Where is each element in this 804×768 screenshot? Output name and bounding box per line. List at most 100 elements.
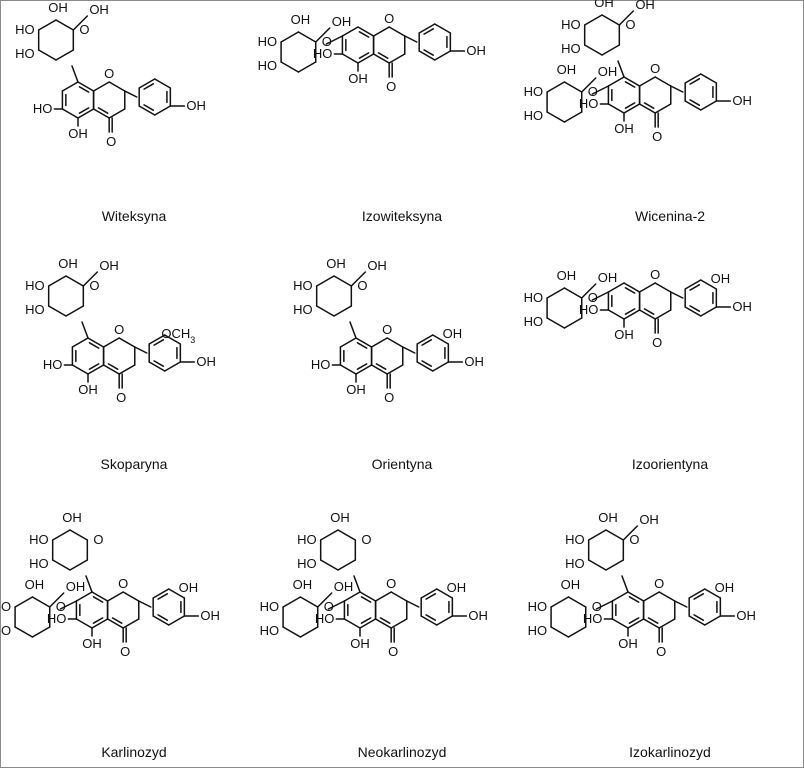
c-ring-bond — [654, 76, 672, 87]
hydroxyl-label: HO — [583, 611, 603, 626]
hydroxyl-label: HO — [524, 108, 544, 123]
carbonyl-oxygen-label: O — [652, 129, 662, 144]
ring-oxygen-label: O — [588, 84, 598, 99]
ring-oxygen-label: O — [89, 278, 99, 293]
a-ring-double-bond — [92, 617, 104, 624]
compound-name: Karlinozyd — [101, 744, 167, 760]
c-ring-bond — [92, 81, 110, 92]
b-ring-double-bond — [421, 360, 433, 367]
hydroxyl-label: HO — [524, 84, 544, 99]
sugar-ring-bond — [333, 275, 353, 287]
sugar-ring-bond — [605, 559, 625, 571]
b-ring-double-bond — [425, 614, 437, 621]
hydroxyl-label: HO — [528, 599, 548, 614]
sugar-ring-bond — [47, 305, 67, 317]
sugar-ring-bond — [315, 305, 335, 317]
b-ring-bond — [688, 615, 706, 626]
sugar-ring-bond — [605, 529, 625, 541]
ring-oxygen-label: O — [322, 34, 332, 49]
a-ring-bond — [359, 618, 377, 629]
ring-oxygen-label: O — [118, 576, 128, 591]
compound-name: Izoorientyna — [631, 456, 709, 472]
c-ring-double-bond — [97, 107, 109, 114]
hydroxyl-label: HO — [524, 314, 544, 329]
compound-name: Skoparyna — [100, 456, 168, 472]
a-ring-bond — [357, 26, 375, 37]
b-ring-bond — [420, 588, 438, 599]
b-ring-double-bond — [157, 593, 169, 600]
b-ring-bond — [168, 588, 186, 599]
c-ring-bond — [372, 26, 390, 37]
a-ring-bond — [87, 337, 105, 348]
c-ring-double-bond — [379, 617, 391, 624]
c-ring-bond — [370, 364, 388, 375]
b-ring-bond — [164, 334, 182, 345]
sugar-ring-bond — [297, 61, 317, 73]
c-ring-bond — [102, 364, 120, 375]
sugar-ring-bond — [51, 529, 71, 541]
a-ring-bond — [611, 591, 629, 602]
b-ring-bond — [704, 615, 722, 626]
hydroxyl-label: OH — [443, 326, 463, 341]
compound-name: Witeksyna — [101, 208, 167, 224]
c-ring-bond — [374, 591, 392, 602]
c-ring-bond — [108, 81, 126, 92]
sugar-ring-bond — [282, 596, 302, 608]
glycosidic-bond — [349, 321, 357, 339]
c-ring-double-bond — [375, 363, 387, 370]
a-ring-double-bond — [356, 342, 368, 349]
b-ring-bond — [700, 73, 718, 84]
a-ring-bond — [71, 337, 89, 348]
compound-cell: OOHOOHOHOHOHOHOOHOHOHOOHOHKarlinozyd — [0, 510, 268, 768]
b-ring-bond — [418, 23, 436, 34]
methoxy-label: OCH3 — [161, 326, 195, 345]
c-ring-bond — [372, 53, 390, 64]
c-ring-bond — [390, 618, 408, 629]
hydroxyl-label: HO — [293, 302, 313, 317]
a-ring-bond — [61, 108, 79, 119]
hydroxyl-label: HO — [313, 46, 333, 61]
hydroxyl-label: HO — [293, 278, 313, 293]
ring-oxygen-label: O — [592, 599, 602, 614]
b-ring-bond — [154, 105, 172, 116]
c-ring-bond — [102, 337, 120, 348]
ch2oh-bond — [48, 592, 65, 608]
ring-oxygen-label: O — [114, 322, 124, 337]
ch2oh-bond — [580, 283, 597, 299]
hydroxyl-label: HO — [528, 623, 548, 638]
ch2oh-bond — [72, 15, 89, 31]
ring-oxygen-label: O — [382, 322, 392, 337]
glycosidic-bond — [71, 65, 79, 83]
glycosidic-bond — [591, 291, 610, 301]
sugar-ring-bond — [567, 626, 587, 638]
a-ring-bond — [71, 364, 89, 375]
methoxy-subscript: 3 — [190, 335, 195, 345]
c-ring-bond — [388, 26, 406, 37]
b-ring-bond — [138, 105, 156, 116]
ring-oxygen-label: O — [79, 22, 89, 37]
b-ring-bond — [434, 50, 452, 61]
a-ring-double-bond — [628, 596, 640, 603]
sugar-ring-bond — [337, 529, 357, 541]
hydroxyl-label: OH — [464, 354, 484, 369]
carbonyl-oxygen-label: O — [384, 390, 394, 405]
b-ring-bond — [148, 361, 166, 372]
b-ring-link — [674, 600, 688, 608]
ring-oxygen-label: O — [625, 17, 635, 32]
sugar-ring-bond — [601, 44, 621, 56]
c-ring-bond — [638, 309, 656, 320]
glycosidic-bond — [617, 60, 625, 78]
hydroxyl-label: OH — [196, 354, 216, 369]
b-ring-bond — [700, 279, 718, 290]
a-ring-double-bond — [360, 617, 372, 624]
hydroxyl-label: HO — [579, 302, 599, 317]
sugar-ring-bond — [315, 275, 335, 287]
sugar-ring-bond — [550, 626, 570, 638]
sugar-ring-bond — [550, 596, 570, 608]
sugar-ring-bond — [333, 305, 353, 317]
hydroxyl-label: OH — [466, 43, 486, 58]
sugar-ring-bond — [567, 596, 587, 608]
b-ring-bond — [684, 100, 702, 111]
sugar-ring-bond — [280, 31, 300, 43]
